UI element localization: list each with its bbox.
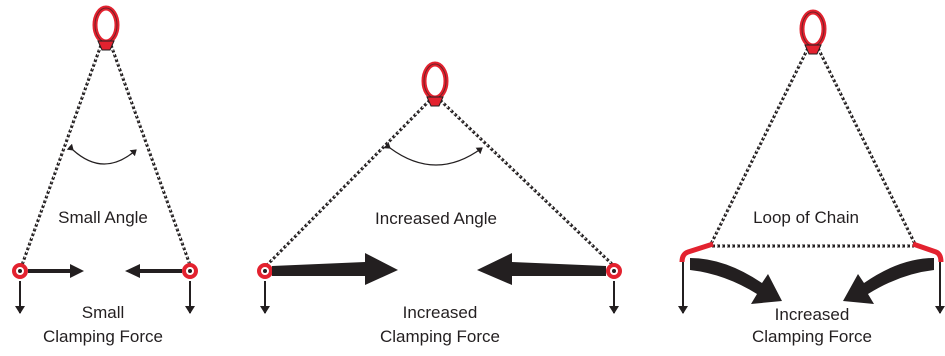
chain-left xyxy=(264,98,432,268)
chain-left xyxy=(20,44,103,266)
angle-label: Small Angle xyxy=(58,208,148,227)
panel-increased-angle: Increased Angle Increased Clamping Force xyxy=(257,61,622,346)
force-label-line1: Increased xyxy=(403,303,478,322)
hook-left xyxy=(12,263,28,314)
master-link xyxy=(421,61,449,107)
hook-right xyxy=(182,263,198,314)
hook-left xyxy=(257,263,273,314)
chain-right xyxy=(109,44,192,266)
angle-arc-icon xyxy=(66,143,137,165)
force-arrow-left xyxy=(690,258,782,304)
chain-right xyxy=(438,98,616,268)
hook-right xyxy=(606,263,622,314)
force-arrow-left xyxy=(272,253,398,285)
hook-right xyxy=(912,241,945,314)
force-label-line1: Increased xyxy=(775,305,850,324)
angle-label: Loop of Chain xyxy=(753,208,859,227)
master-link xyxy=(92,5,120,51)
force-arrow-right xyxy=(843,258,934,304)
chain-right xyxy=(816,47,917,245)
force-label-line2: Clamping Force xyxy=(752,327,872,346)
hook-left xyxy=(678,241,714,314)
force-arrow-right xyxy=(125,264,182,278)
angle-label: Increased Angle xyxy=(375,209,497,228)
panel-small-angle: Small Angle Small Clamping Force xyxy=(12,5,198,346)
master-link xyxy=(799,9,827,55)
force-label-line2: Clamping Force xyxy=(43,327,163,346)
chain-left xyxy=(709,47,810,245)
force-arrow-left xyxy=(28,264,84,278)
panel-loop-of-chain: Loop of Chain Increased Clamping Force xyxy=(678,9,945,346)
force-label-line1: Small xyxy=(82,303,125,322)
angle-arc-icon xyxy=(383,141,483,166)
force-label-line2: Clamping Force xyxy=(380,327,500,346)
force-arrow-right xyxy=(477,253,606,285)
